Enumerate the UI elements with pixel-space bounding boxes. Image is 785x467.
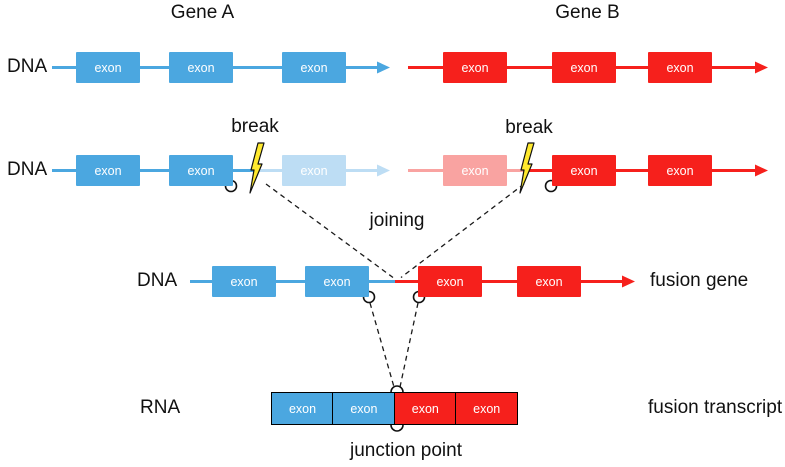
break-lightning-icon-right xyxy=(519,142,535,194)
transcript-exon-4: exon xyxy=(455,392,519,425)
dna-label-row1: DNA xyxy=(7,56,48,77)
exon-box-gene-a-3: exon xyxy=(282,52,346,83)
exon-box-break-a-3-faded: exon xyxy=(282,155,346,186)
exon-box-fusion-1: exon xyxy=(212,266,276,297)
dashed-transcript-line-right xyxy=(399,302,419,388)
rna-label: RNA xyxy=(140,397,181,418)
transcript-exon-3: exon xyxy=(393,392,457,425)
fusion-gene-label: fusion gene xyxy=(650,270,749,291)
arrowhead-icon xyxy=(377,61,390,74)
fusion-transcript-label: fusion transcript xyxy=(648,397,783,418)
exon-box-gene-a-2: exon xyxy=(169,52,233,83)
dashed-transcript-line-left xyxy=(369,302,395,388)
arrowhead-icon xyxy=(755,164,768,177)
arrowhead-icon xyxy=(622,275,635,288)
fusion-transcript-bar: exon exon exon exon xyxy=(271,392,519,425)
exon-box-break-a-2: exon xyxy=(169,155,233,186)
dashed-join-line-right xyxy=(400,183,525,279)
exon-box-gene-a-1: exon xyxy=(76,52,140,83)
exon-box-break-b-3: exon xyxy=(648,155,712,186)
arrowhead-icon xyxy=(755,61,768,74)
exon-box-break-b-1-faded: exon xyxy=(443,155,507,186)
joining-label: joining xyxy=(369,210,425,231)
exon-box-gene-b-3: exon xyxy=(648,52,712,83)
dna-label-row3: DNA xyxy=(137,270,178,291)
gene-a-title: Gene A xyxy=(170,2,235,23)
dna-label-row2: DNA xyxy=(7,159,48,180)
junction-point-label: junction point xyxy=(350,440,462,461)
exon-box-fusion-3: exon xyxy=(418,266,482,297)
exon-box-gene-b-2: exon xyxy=(552,52,616,83)
exon-box-fusion-2: exon xyxy=(305,266,369,297)
break-label-left: break xyxy=(231,116,279,137)
break-label-right: break xyxy=(505,117,553,138)
exon-box-break-a-1: exon xyxy=(76,155,140,186)
arrowhead-icon xyxy=(377,164,390,177)
transcript-exon-1: exon xyxy=(271,392,334,425)
gene-b-title: Gene B xyxy=(555,2,620,23)
exon-box-fusion-4: exon xyxy=(517,266,581,297)
transcript-exon-2: exon xyxy=(332,392,396,425)
exon-box-break-b-2: exon xyxy=(552,155,616,186)
exon-box-gene-b-1: exon xyxy=(443,52,507,83)
break-lightning-icon-left xyxy=(249,142,265,194)
